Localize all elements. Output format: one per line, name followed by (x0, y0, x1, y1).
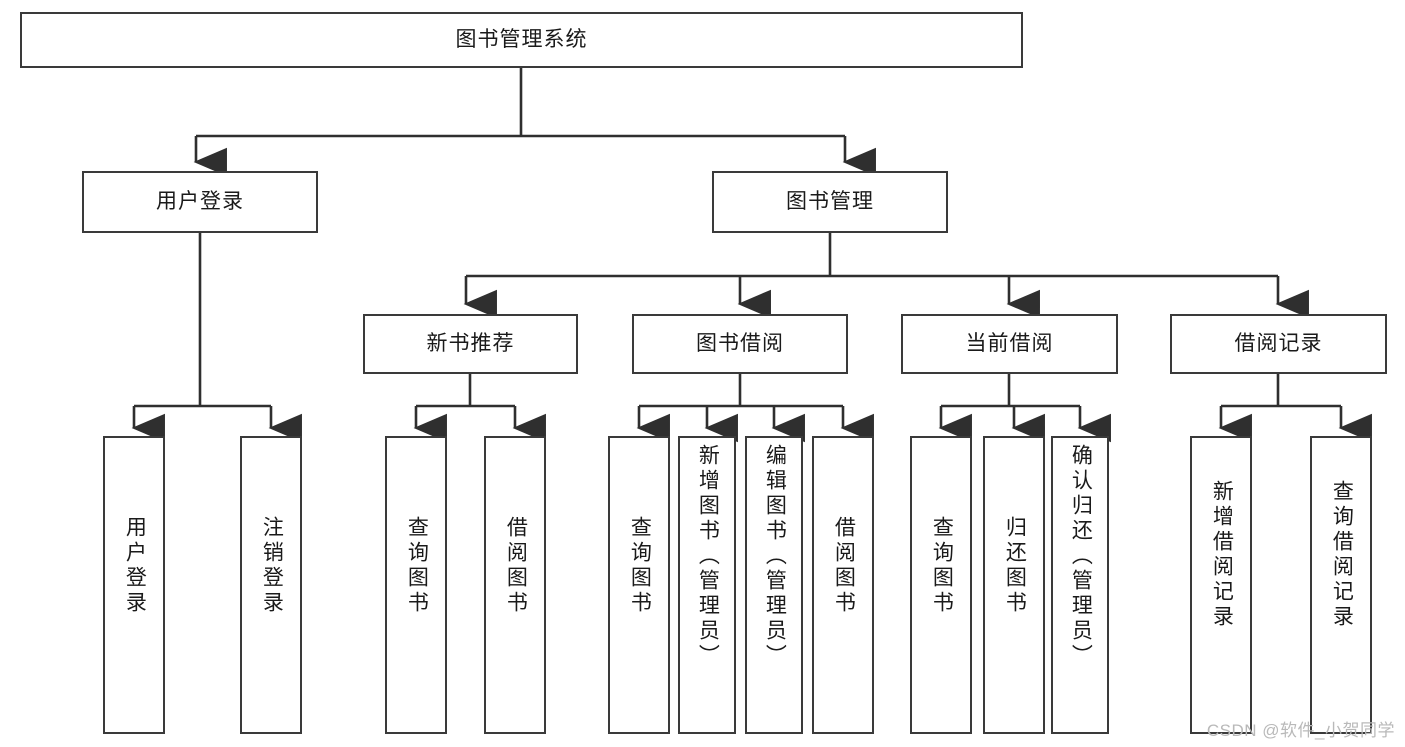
node-leaf-cur-confirm-label: 确认归还（管理员） (1069, 444, 1093, 669)
node-leaf-borrow-edit-label: 编辑图书（管理员） (763, 444, 787, 669)
node-leaf-cur-return-label: 归还图书 (1003, 516, 1027, 616)
node-leaf-user-login[interactable]: 用户登录 (103, 436, 165, 734)
node-new-book-rec[interactable]: 新书推荐 (363, 314, 578, 374)
node-current-borrow-label: 当前借阅 (965, 331, 1054, 355)
node-leaf-cur-return[interactable]: 归还图书 (983, 436, 1045, 734)
node-leaf-borrow-add[interactable]: 新增图书（管理员） (678, 436, 736, 734)
connector-lines (131, 68, 1372, 443)
node-leaf-borrow-lend-label: 借阅图书 (832, 516, 856, 616)
node-leaf-borrow-add-label: 新增图书（管理员） (696, 444, 720, 669)
node-new-book-rec-label: 新书推荐 (426, 331, 515, 355)
node-leaf-borrow-query-label: 查询图书 (628, 516, 652, 616)
node-leaf-rec-search-label: 查询借阅记录 (1330, 480, 1354, 630)
node-borrow-record[interactable]: 借阅记录 (1170, 314, 1387, 374)
csdn-watermark: CSDN @软件_小贺同学 (1206, 721, 1395, 740)
node-leaf-rec-borrow-label: 借阅图书 (504, 516, 528, 616)
node-leaf-rec-query[interactable]: 查询图书 (385, 436, 447, 734)
node-leaf-borrow-edit[interactable]: 编辑图书（管理员） (745, 436, 803, 734)
node-root-label: 图书管理系统 (455, 27, 588, 51)
node-book-manage-label: 图书管理 (786, 189, 874, 213)
node-book-borrow-label: 图书借阅 (696, 331, 784, 355)
node-leaf-borrow-query[interactable]: 查询图书 (608, 436, 670, 734)
node-leaf-rec-add[interactable]: 新增借阅记录 (1190, 436, 1252, 734)
node-user-login-label: 用户登录 (156, 189, 244, 213)
node-root[interactable]: 图书管理系统 (20, 12, 1023, 68)
node-leaf-borrow-lend[interactable]: 借阅图书 (812, 436, 874, 734)
node-leaf-rec-add-label: 新增借阅记录 (1210, 480, 1234, 630)
node-current-borrow[interactable]: 当前借阅 (901, 314, 1118, 374)
node-leaf-user-logout-label: 注销登录 (260, 516, 284, 616)
node-leaf-cur-confirm[interactable]: 确认归还（管理员） (1051, 436, 1109, 734)
node-leaf-rec-search[interactable]: 查询借阅记录 (1310, 436, 1372, 734)
node-leaf-user-login-label: 用户登录 (123, 516, 147, 616)
node-leaf-cur-query[interactable]: 查询图书 (910, 436, 972, 734)
node-leaf-cur-query-label: 查询图书 (930, 516, 954, 616)
node-book-manage[interactable]: 图书管理 (712, 171, 948, 233)
node-user-login[interactable]: 用户登录 (82, 171, 318, 233)
node-leaf-rec-query-label: 查询图书 (405, 516, 429, 616)
node-book-borrow[interactable]: 图书借阅 (632, 314, 848, 374)
node-leaf-user-logout[interactable]: 注销登录 (240, 436, 302, 734)
node-leaf-rec-borrow[interactable]: 借阅图书 (484, 436, 546, 734)
node-borrow-record-label: 借阅记录 (1234, 331, 1323, 355)
